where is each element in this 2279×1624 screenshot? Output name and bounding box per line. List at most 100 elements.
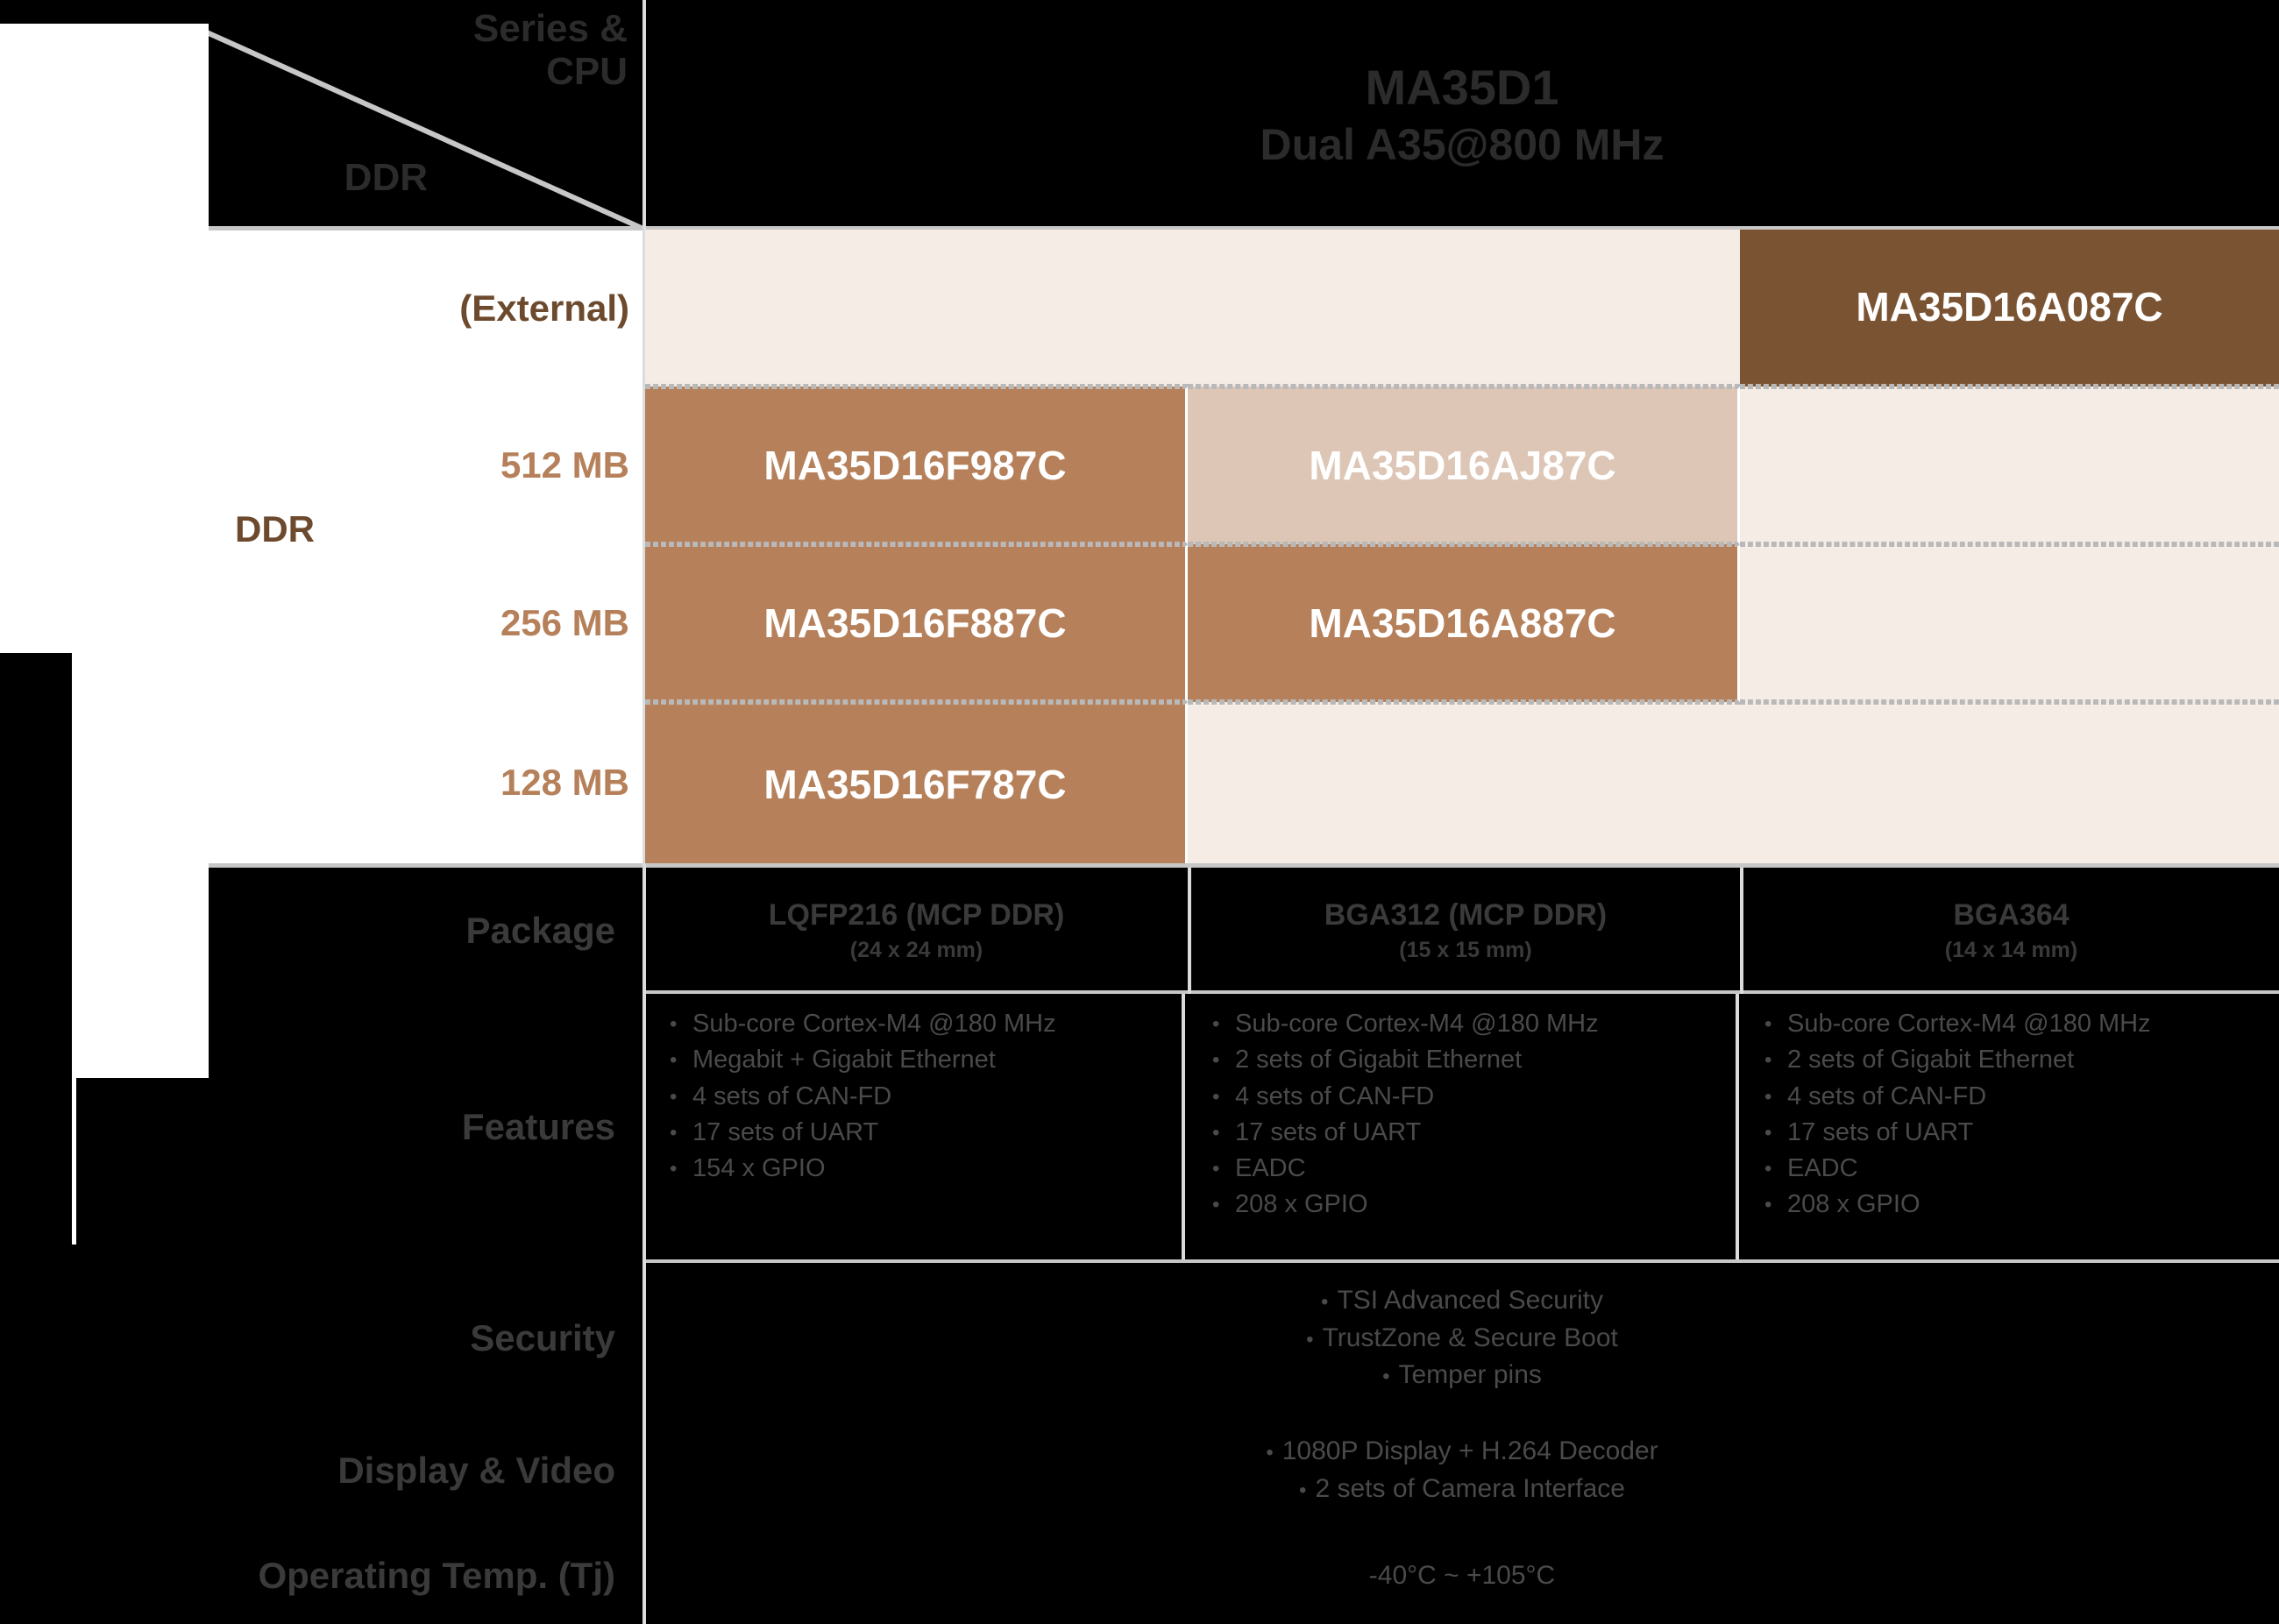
bullet-icon: •: [1764, 1157, 1772, 1181]
left-vertical-divider: [72, 653, 76, 1245]
bullet-icon: •: [1212, 1157, 1220, 1181]
page-subtitle: Dual A35@800 MHz: [1260, 119, 1665, 169]
security-list-item-text: Temper pins: [1398, 1360, 1542, 1390]
part-number-cell[interactable]: MA35D16A087C: [1740, 230, 2279, 386]
row-label-128mb: 128 MB: [500, 762, 629, 803]
feature-list-item: •4 sets of CAN-FD: [1212, 1079, 1740, 1115]
features-bottom-rule: [645, 1259, 2279, 1263]
part-number-cell[interactable]: MA35D16A887C: [1188, 544, 1740, 702]
features-cell: • Sub-core Cortex-M4 @180 MHz • 2 sets of G…: [1188, 994, 1740, 1259]
bullet-icon: •: [1212, 1012, 1220, 1036]
feature-text: 2 sets of Gigabit Ethernet: [1235, 1046, 1523, 1074]
page-title: MA35D1: [1365, 60, 1559, 116]
feature-list-item: •208 x GPIO: [1212, 1187, 1740, 1223]
features-row: • Sub-core Cortex-M4 @180 MHz • Megabit + G…: [645, 994, 2279, 1259]
bullet-icon: •: [1764, 1120, 1772, 1145]
feature-list-item: • 208 x GPIO: [1764, 1187, 2279, 1223]
part-number-cell[interactable]: MA35D16F887C: [645, 544, 1188, 702]
feature-list-item: •EADC: [1764, 1151, 2279, 1187]
bullet-icon: •: [1266, 1441, 1274, 1465]
feature-text: 17 sets of UART: [692, 1117, 879, 1146]
security-list-item: • Temper pins: [1382, 1357, 1542, 1394]
feature-list-item: •4 sets of CAN-FD: [1764, 1079, 2279, 1115]
section-label-operating-temp: Operating Temp. (Tj): [258, 1555, 615, 1596]
feature-list-item: • Megabit + Gigabit Ethernet: [670, 1042, 1188, 1078]
package-name: BGA364: [1953, 898, 2070, 933]
feature-text: 4 sets of CAN-FD: [692, 1081, 892, 1110]
part-number-cell[interactable]: MA35D16F787C: [645, 702, 1188, 863]
section-label-security: Security: [470, 1317, 615, 1358]
feature-list-item: •17 sets of UART: [1212, 1115, 1740, 1151]
section-label-display-video: Display & Video: [337, 1450, 615, 1491]
part-number-cell[interactable]: MA35D16AJ87C: [1188, 386, 1740, 544]
empty-matrix-cell: [1188, 702, 1740, 863]
feature-list-item: • Sub-core Cortex-M4 @180 MHz: [1212, 1006, 1740, 1042]
row-label-external: (External): [459, 287, 629, 329]
bullet-icon: •: [670, 1157, 678, 1181]
feature-text: 4 sets of CAN-FD: [1787, 1081, 1987, 1110]
security-list-item: •TrustZone & Secure Boot: [1306, 1320, 1618, 1358]
bullet-icon: •: [1764, 1012, 1772, 1036]
feature-list-item: •EADC: [1212, 1151, 1740, 1187]
package-size: (24 x 24 mm): [849, 937, 983, 962]
empty-matrix-cell: [1740, 702, 2279, 863]
security-row: • TSI Advanced Security •TrustZone & Secur…: [645, 1263, 2279, 1414]
package-cell: BGA312 (MCP DDR) (15 x 15 mm): [1188, 868, 1740, 994]
corner-series-line2: CPU: [546, 50, 628, 94]
feature-text: Megabit + Gigabit Ethernet: [692, 1046, 996, 1074]
package-size: (14 x 14 mm): [1944, 937, 2078, 962]
feature-text: Sub-core Cortex-M4 @180 MHz: [1235, 1010, 1599, 1038]
features-cell: • Sub-core Cortex-M4 @180 MHz • 2 sets of G…: [1740, 994, 2279, 1259]
package-cell: LQFP216 (MCP DDR) (24 x 24 mm): [645, 868, 1188, 994]
feature-text: Sub-core Cortex-M4 @180 MHz: [1787, 1010, 2151, 1038]
feature-text: Sub-core Cortex-M4 @180 MHz: [692, 1010, 1056, 1038]
display-list-item: • 2 sets of Camera Interface: [1299, 1471, 1625, 1508]
security-list-item-text: TSI Advanced Security: [1337, 1286, 1603, 1316]
package-row: LQFP216 (MCP DDR) (24 x 24 mm) BGA312 (MCP…: [645, 868, 2279, 994]
feature-text: 154 x GPIO: [692, 1154, 826, 1183]
left-white-panel: [72, 24, 209, 1078]
package-name: LQFP216 (MCP DDR): [768, 898, 1065, 933]
display-video-row: • 1080P Display + H.264 Decoder • 2 sets of…: [645, 1414, 2279, 1528]
bullet-icon: •: [670, 1048, 678, 1073]
feature-text: 17 sets of UART: [1235, 1117, 1422, 1146]
feature-list-item: • 154 x GPIO: [670, 1151, 1188, 1187]
display-list-item-text: 2 sets of Camera Interface: [1315, 1474, 1625, 1503]
bullet-icon: •: [1764, 1048, 1772, 1073]
row-label-256mb: 256 MB: [500, 602, 629, 643]
empty-matrix-cell: [645, 230, 1188, 386]
matrix-top-rule: [209, 226, 2279, 230]
feature-text: 2 sets of Gigabit Ethernet: [1787, 1046, 2075, 1074]
feature-list-item: • 17 sets of UART: [670, 1115, 1188, 1151]
package-bottom-rule: [645, 990, 2279, 994]
feature-text: 208 x GPIO: [1787, 1190, 1920, 1219]
feature-list-item: •Sub-core Cortex-M4 @180 MHz: [670, 1006, 1188, 1042]
operating-temp-value: -40°C ~ +105°C: [1368, 1561, 1556, 1590]
package-size: (15 x 15 mm): [1399, 937, 1532, 962]
feature-list-item: • 2 sets of Gigabit Ethernet: [1212, 1042, 1740, 1078]
bullet-icon: •: [1382, 1365, 1390, 1389]
bullet-icon: •: [1299, 1479, 1307, 1502]
column-left-rule: [643, 0, 646, 1624]
feature-list-item: • 17 sets of UART: [1764, 1115, 2279, 1151]
row-label-512mb: 512 MB: [500, 444, 629, 486]
empty-matrix-cell: [1740, 386, 2279, 544]
display-list-item-text: 1080P Display + H.264 Decoder: [1281, 1436, 1658, 1466]
display-list-item: • 1080P Display + H.264 Decoder: [1266, 1433, 1658, 1471]
left-white-margin: [0, 24, 72, 653]
operating-temp-row: -40°C ~ +105°C: [645, 1528, 2279, 1624]
feature-text: 17 sets of UART: [1787, 1117, 1974, 1146]
corner-ddr-label: DDR: [344, 156, 428, 199]
part-number-cell[interactable]: MA35D16F987C: [645, 386, 1188, 544]
bullet-icon: •: [1212, 1048, 1220, 1073]
features-col1-rule: [1182, 994, 1185, 1259]
section-label-package: Package: [465, 910, 615, 951]
bullet-icon: •: [1212, 1084, 1220, 1109]
ddr-axis-label: DDR: [235, 508, 315, 550]
bullet-icon: •: [1764, 1193, 1772, 1217]
bullet-icon: •: [670, 1120, 678, 1145]
package-name: BGA312 (MCP DDR): [1324, 898, 1608, 933]
feature-list-item: •4 sets of CAN-FD: [670, 1079, 1188, 1115]
